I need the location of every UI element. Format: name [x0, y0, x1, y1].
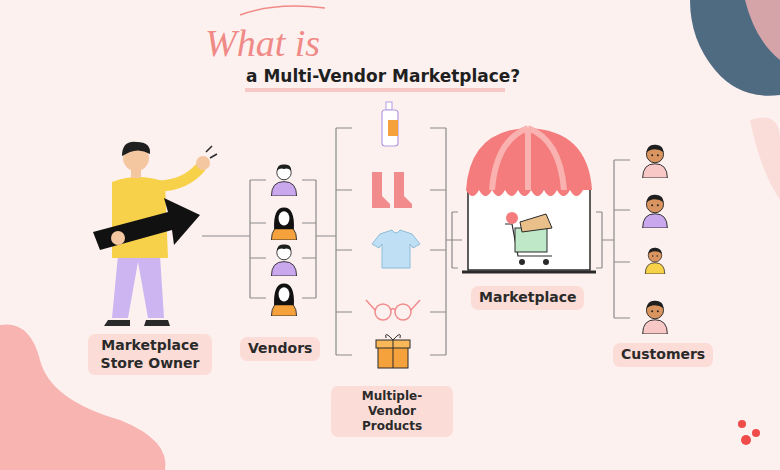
label-pill: Marketplace — [471, 286, 584, 310]
label-pill: Vendors — [240, 337, 320, 361]
bracket — [202, 128, 630, 355]
label-text: Marketplace — [479, 289, 576, 307]
label-text: Multiple-Vendor Products — [339, 389, 445, 434]
owner-figure — [93, 142, 217, 326]
label-text: Marketplace Store Owner — [96, 337, 204, 372]
marketplace-shop — [462, 128, 596, 272]
label-pill: Customers — [613, 343, 713, 367]
label-text: Customers — [621, 346, 705, 364]
label-pill: Marketplace Store Owner — [88, 334, 212, 375]
title: a Multi-Vendor Marketplace? — [246, 66, 520, 86]
label-pill: Multiple-Vendor Products — [331, 386, 453, 437]
title-script: What is — [205, 24, 320, 62]
label-text: Vendors — [248, 340, 312, 358]
products — [366, 102, 420, 368]
